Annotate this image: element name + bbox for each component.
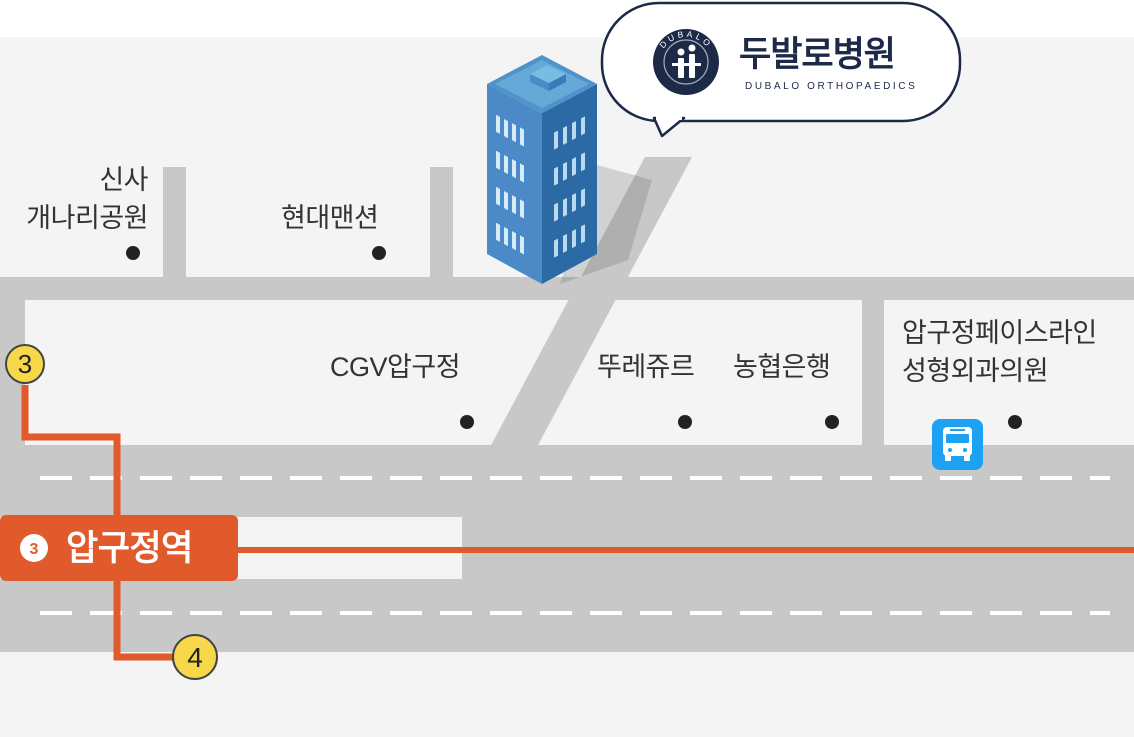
building-window [554,130,558,150]
hospital-name: 두발로병원 [739,35,896,74]
exit-4-marker: 4 [172,634,218,680]
building-window [512,231,516,251]
building-window [512,159,516,179]
building-window [520,199,524,219]
logo-figure-head-2 [688,44,696,52]
landmark-cgv: CGV압구정 [330,352,461,382]
landmark-bakery: 뚜레쥬르 [597,352,695,382]
line-number-badge [20,534,48,562]
building-window [581,152,585,172]
bus-top-bar [950,429,965,431]
building-window [504,118,508,139]
building-window [496,186,500,206]
exit-3-circle [5,344,45,384]
bus-window [946,434,969,443]
building-window [554,238,558,258]
hospital-logo-icon: DUBALO [653,29,719,95]
exit-4-circle [172,634,218,680]
logo-inner-ring [663,39,709,85]
landmark-hyundai-mansion: 현대맨션 [281,203,379,233]
exit-3-number: 3 [18,349,32,379]
station-name: 압구정역 [66,529,193,568]
exit-4-number: 4 [187,642,203,673]
upper-road [0,277,1134,300]
landmark-line: 압구정페이스라인 [902,318,1097,348]
callout-tail-cover [656,116,682,120]
landmark-line: 성형외과의원 [902,356,1049,386]
station-label-box [0,515,238,581]
hospital-callout: DUBALO [600,1,962,138]
building-window [554,202,558,222]
logo-figure-body-1 [678,58,684,78]
bus-wheel-right [964,455,970,461]
side-street-3 [862,298,884,448]
building-window [563,125,567,145]
dot-marker-icon [678,415,692,429]
building-windows [496,114,585,258]
bus-light-left [948,448,952,452]
building-window [520,127,524,147]
building-window [504,154,508,175]
bus-icon [932,419,983,470]
side-street-1 [163,167,186,279]
logo-figure-head-1 [677,48,685,56]
building-window [496,222,500,242]
logo-figure-bar [672,63,701,66]
rooftop-box-right [549,74,566,91]
building-window [520,235,524,255]
building-window [563,161,567,181]
building-window [496,114,500,134]
building-window [520,163,524,183]
bus-wheel-left [945,455,951,461]
dot-marker-icon [460,415,474,429]
landmark-line: 개나리공원 [26,203,148,233]
dot-marker-icon [372,246,386,260]
landmark-clinic: 압구정페이스라인 성형외과의원 [902,314,1097,390]
landmark-sinsa-park: 신사 개나리공원 [0,161,148,237]
building-window [504,226,508,247]
building-window [572,121,576,141]
building-icon [487,55,597,284]
building-window [563,233,567,253]
building-window [572,193,576,213]
building-window [581,116,585,136]
building-window [581,224,585,244]
dot-marker-icon [825,415,839,429]
building-window [496,150,500,170]
bus-light-right [963,448,967,452]
building-window [554,166,558,186]
building-left-face [487,84,542,284]
building-window [563,197,567,217]
dot-marker-icon [126,246,140,260]
building-window [581,188,585,208]
dot-marker-icon [1008,415,1022,429]
building-window [572,157,576,177]
landmark-line: 신사 [99,165,148,195]
exit-3-marker: 3 [5,344,45,384]
building-window [512,195,516,215]
rooftop-box-left [530,74,549,91]
building-window [572,229,576,249]
building-window [504,190,508,211]
building-right-face [542,84,597,284]
line-number-text: 3 [30,541,39,558]
side-street-2 [430,167,453,279]
rooftop-box-top [530,65,566,83]
hospital-subtitle: DUBALO ORTHOPAEDICS [745,81,918,92]
building-window [512,123,516,143]
landmark-bank: 농협은행 [733,352,831,382]
exit-route-line [21,385,175,661]
diagonal-street [490,157,692,447]
logo-circle [653,29,719,95]
